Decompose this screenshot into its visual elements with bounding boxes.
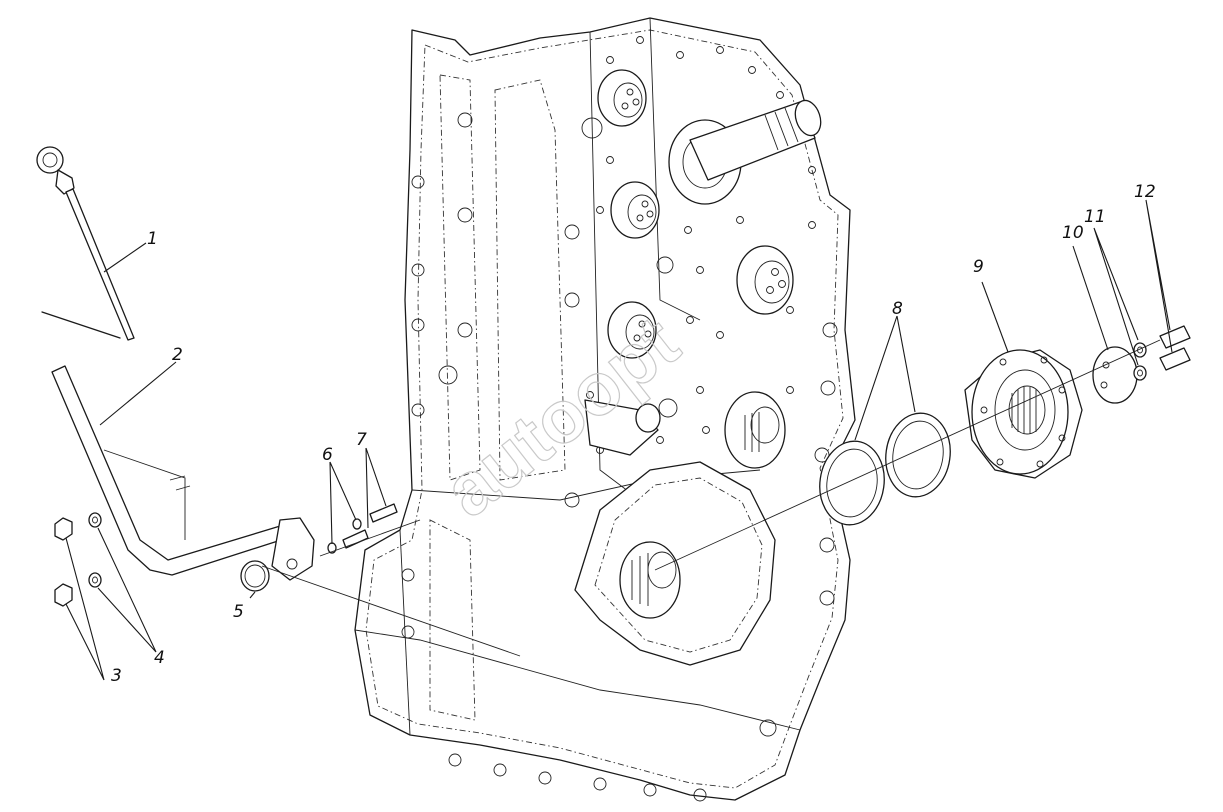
label-8: 8 [892,299,903,319]
part-4-washers [88,512,102,588]
part-8-seals [819,412,951,526]
part-12-bolts [1159,325,1191,371]
part-1-dipstick [36,146,135,341]
part-5-o-ring [240,560,270,592]
label-3: 3 [111,666,122,686]
shaft-bearing-1 [597,69,647,127]
pto-shaft [619,541,681,619]
leader-lines [65,199,1173,681]
part-3-nuts [54,517,73,607]
face-bolt-holes [581,36,816,454]
label-6: 6 [322,445,333,465]
callout-labels: 1 2 3 4 5 6 7 8 9 10 11 12 [111,182,1156,686]
housing-bolt-bosses [401,112,838,802]
part-9-flange [964,349,1083,479]
filler-neck [584,398,678,456]
part-11-washers [1133,342,1147,381]
label-4: 4 [154,648,165,668]
shaft-bearing-2 [610,181,660,239]
shaft-bearing-3 [607,301,657,359]
part-7-bolts [342,503,398,549]
part-10-plate [1092,346,1138,404]
output-shaft-upper [668,99,822,205]
assembly-axis-lines [261,339,1161,657]
label-5: 5 [233,602,244,622]
label-2: 2 [172,345,183,365]
label-10: 10 [1062,223,1084,243]
label-11: 11 [1084,207,1106,227]
output-shaft-lower [724,391,786,469]
label-7: 7 [356,430,367,450]
label-9: 9 [973,257,984,277]
shaft-bearing-4 [736,245,794,315]
part-2-filler-tube [41,311,315,581]
gearbox-housing: autoopt [354,17,856,802]
label-1: 1 [147,229,158,249]
label-12: 12 [1134,182,1156,202]
